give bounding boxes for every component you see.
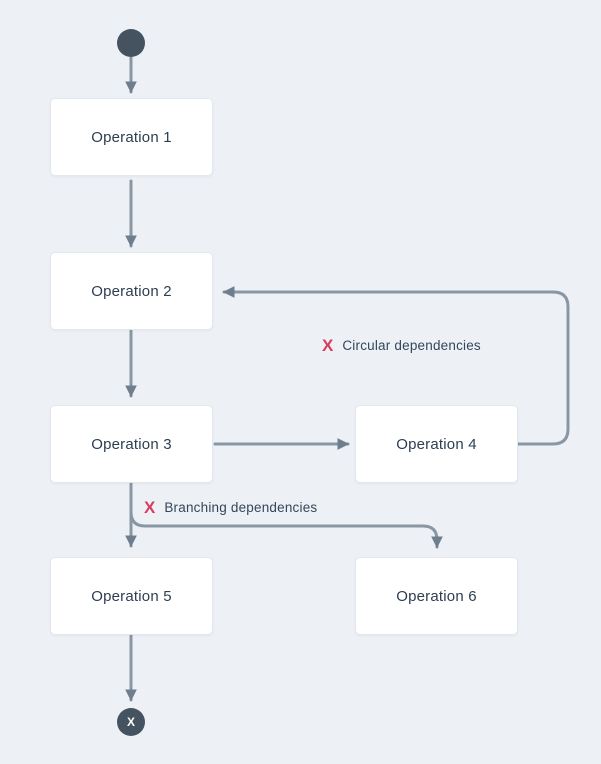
node-label: Operation 5	[91, 587, 172, 605]
node-label: Operation 1	[91, 128, 172, 146]
node-label: Operation 4	[396, 435, 477, 453]
error-x-icon: X	[144, 498, 156, 517]
end-node: X	[117, 708, 145, 736]
node-operation-6: Operation 6	[355, 557, 518, 635]
node-label: Operation 6	[396, 587, 477, 605]
start-node	[117, 29, 145, 57]
node-label: Operation 2	[91, 282, 172, 300]
node-label: Operation 3	[91, 435, 172, 453]
error-x-icon: X	[322, 336, 334, 355]
node-operation-5: Operation 5	[50, 557, 213, 635]
annotation-circular-dependencies: X Circular dependencies	[322, 337, 481, 354]
annotation-branching-dependencies: X Branching dependencies	[144, 499, 317, 516]
arrow-operation-3-branch-to-operation-6	[129, 482, 443, 549]
node-operation-3: Operation 3	[50, 405, 213, 483]
node-operation-2: Operation 2	[50, 252, 213, 330]
annotation-label: Branching dependencies	[164, 500, 318, 515]
annotation-label: Circular dependencies	[342, 338, 481, 353]
node-operation-4: Operation 4	[355, 405, 518, 483]
node-operation-1: Operation 1	[50, 98, 213, 176]
arrow-operation-4-loop-to-operation-2	[222, 286, 570, 446]
